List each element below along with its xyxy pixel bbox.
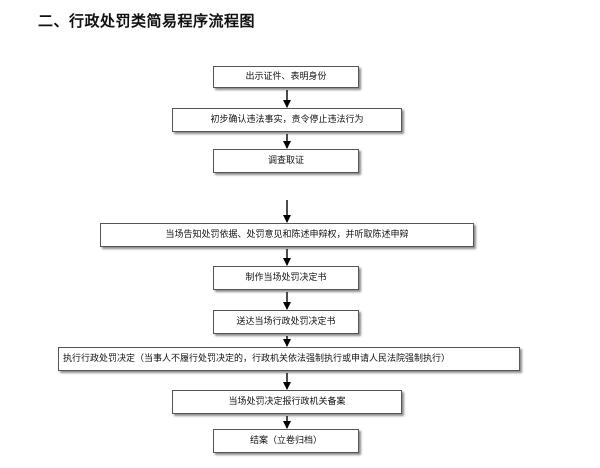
flow-step-deliver-decision: 送达当场行政处罚决定书 — [213, 310, 359, 334]
flow-step-execute-decision: 执行行政处罚决定（当事人不履行处罚决定的，行政机关依法强制执行或申请人民法院强制… — [58, 347, 520, 371]
flow-step-inform-and-hear: 当场告知处罚依据、处罚意见和陈述申辩权，并听取陈述申辩 — [100, 223, 474, 247]
flow-step-report-filing: 当场处罚决定报行政机关备案 — [172, 390, 402, 414]
flow-step-investigate: 调查取证 — [213, 149, 359, 173]
flow-step-close-case: 结案（立卷归档） — [213, 429, 359, 453]
flow-step-show-credentials: 出示证件、表明身份 — [213, 66, 359, 88]
page-title: 二、行政处罚类简易程序流程图 — [38, 12, 256, 30]
flow-step-confirm-violation: 初步确认违法事实，责令停止违法行为 — [172, 108, 402, 132]
flow-step-make-decision: 制作当场处罚决定书 — [213, 266, 359, 290]
